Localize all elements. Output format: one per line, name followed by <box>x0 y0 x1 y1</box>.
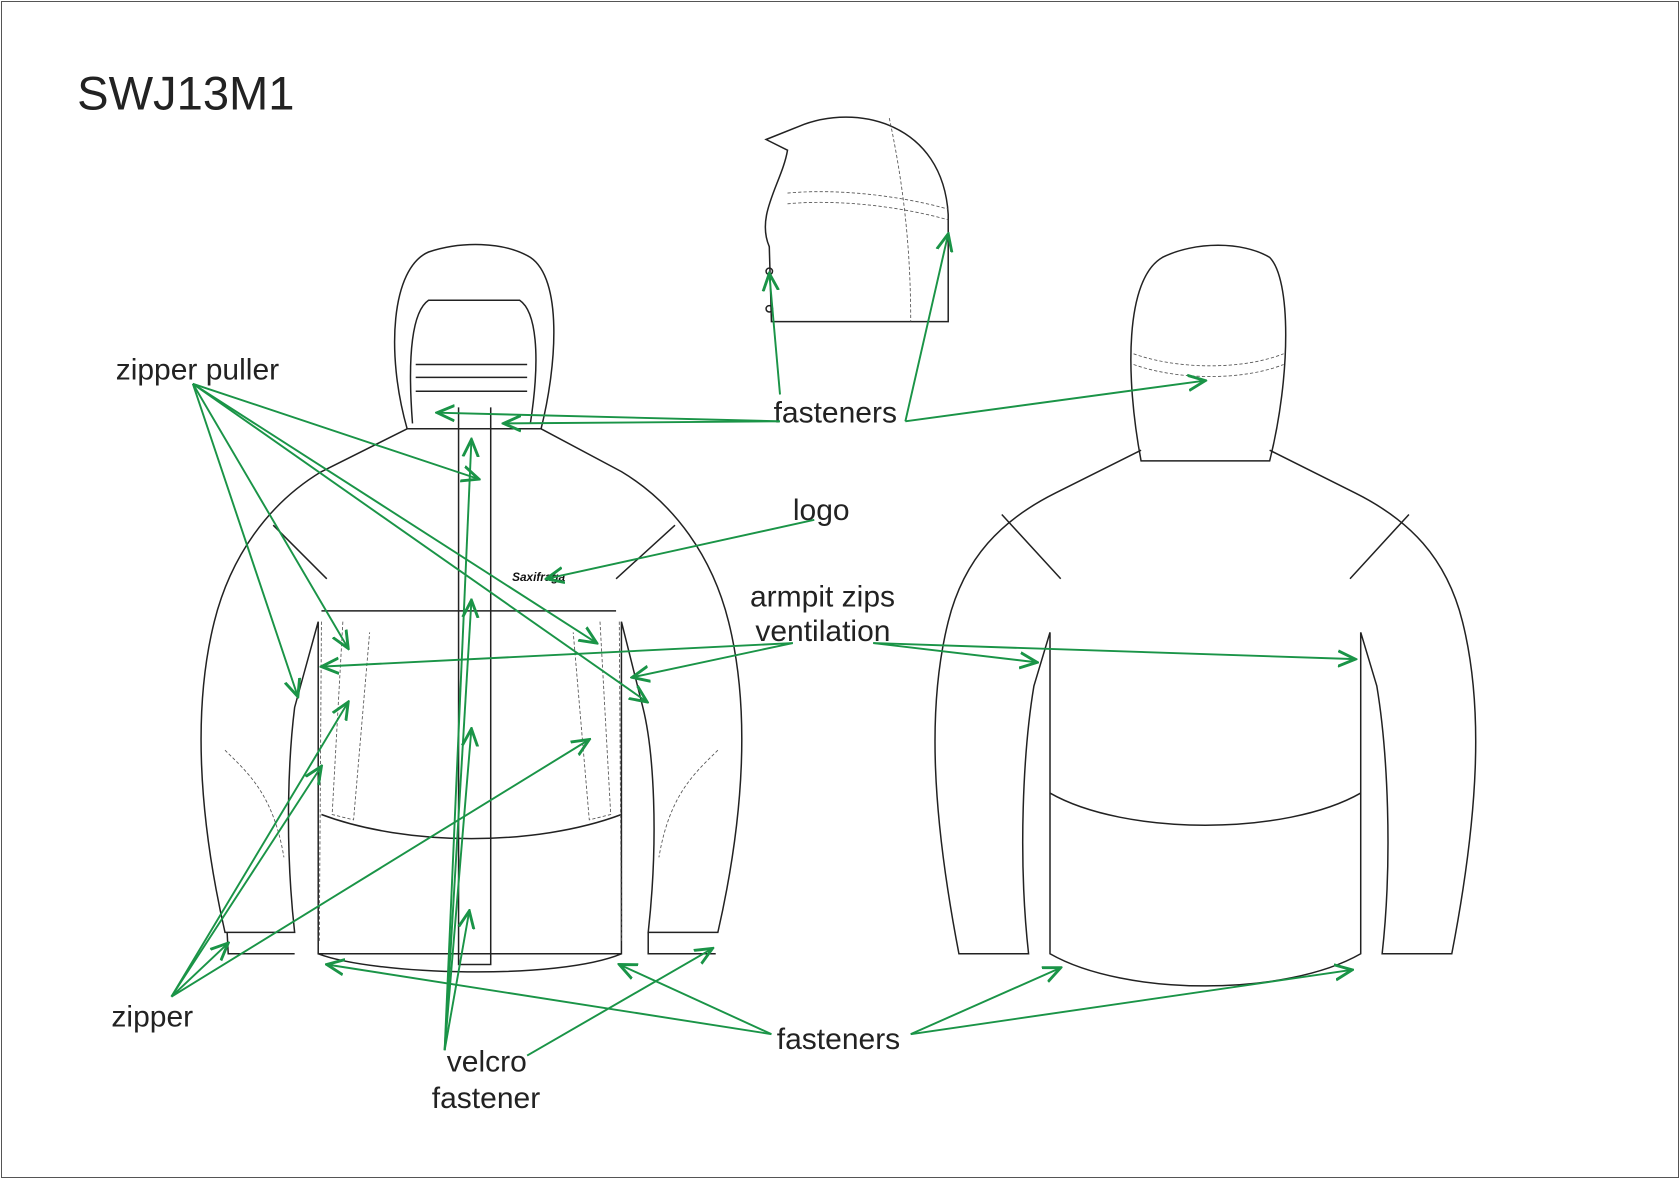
label-logo: logo <box>793 494 850 527</box>
hood-side-view <box>764 116 949 323</box>
label-fasteners-top: fasteners <box>774 396 897 429</box>
style-code: SWJ13M1 <box>77 67 294 120</box>
label-zipper: zipper <box>111 1001 193 1034</box>
label-velcro: velcro <box>447 1046 527 1079</box>
label-armpit-zips: armpit zips <box>750 581 895 614</box>
label-ventilation: ventilation <box>755 615 890 648</box>
jacket-back <box>934 244 1477 987</box>
label-fasteners-bottom: fasteners <box>777 1023 900 1056</box>
label-fastener: fastener <box>432 1082 540 1115</box>
annotation-arrows <box>170 234 1355 1057</box>
label-zipper-puller: zipper puller <box>116 354 279 387</box>
logo: Saxifraga <box>512 571 565 584</box>
svg-text:Saxifraga: Saxifraga <box>512 571 565 584</box>
